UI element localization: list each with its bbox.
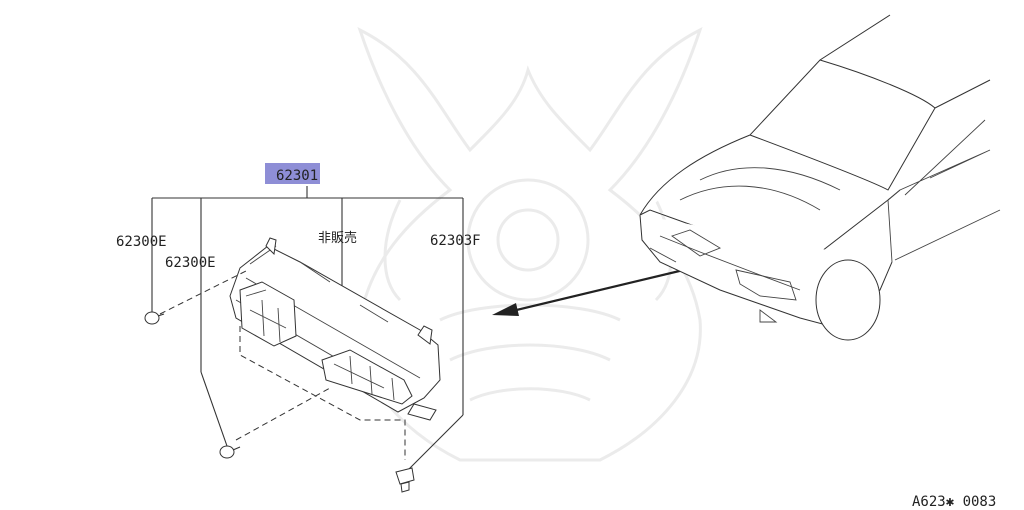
front-grille[interactable] (229, 237, 441, 421)
main-part-number: 62301 (276, 168, 318, 184)
hidden-lines (159, 269, 406, 460)
left-clip-label[interactable]: 62300E (116, 234, 167, 250)
part-number-highlight (265, 163, 320, 184)
diagram-code: A623✱ 0083 (912, 494, 996, 510)
callout-leader-lines (151, 186, 464, 471)
main-part-callout[interactable]: 62301 (265, 163, 320, 184)
right-clip[interactable] (395, 467, 415, 493)
location-arrow (492, 266, 693, 316)
left-clip[interactable] (144, 311, 165, 325)
lower-clip-label[interactable]: 62300E (165, 255, 216, 271)
vehicle-outline (639, 14, 1001, 341)
watermark-emblem (357, 27, 703, 462)
right-clip-label[interactable]: 62303F (430, 233, 481, 249)
lower-clip[interactable] (219, 445, 241, 459)
not-sold-label: 非販売 (318, 230, 357, 246)
